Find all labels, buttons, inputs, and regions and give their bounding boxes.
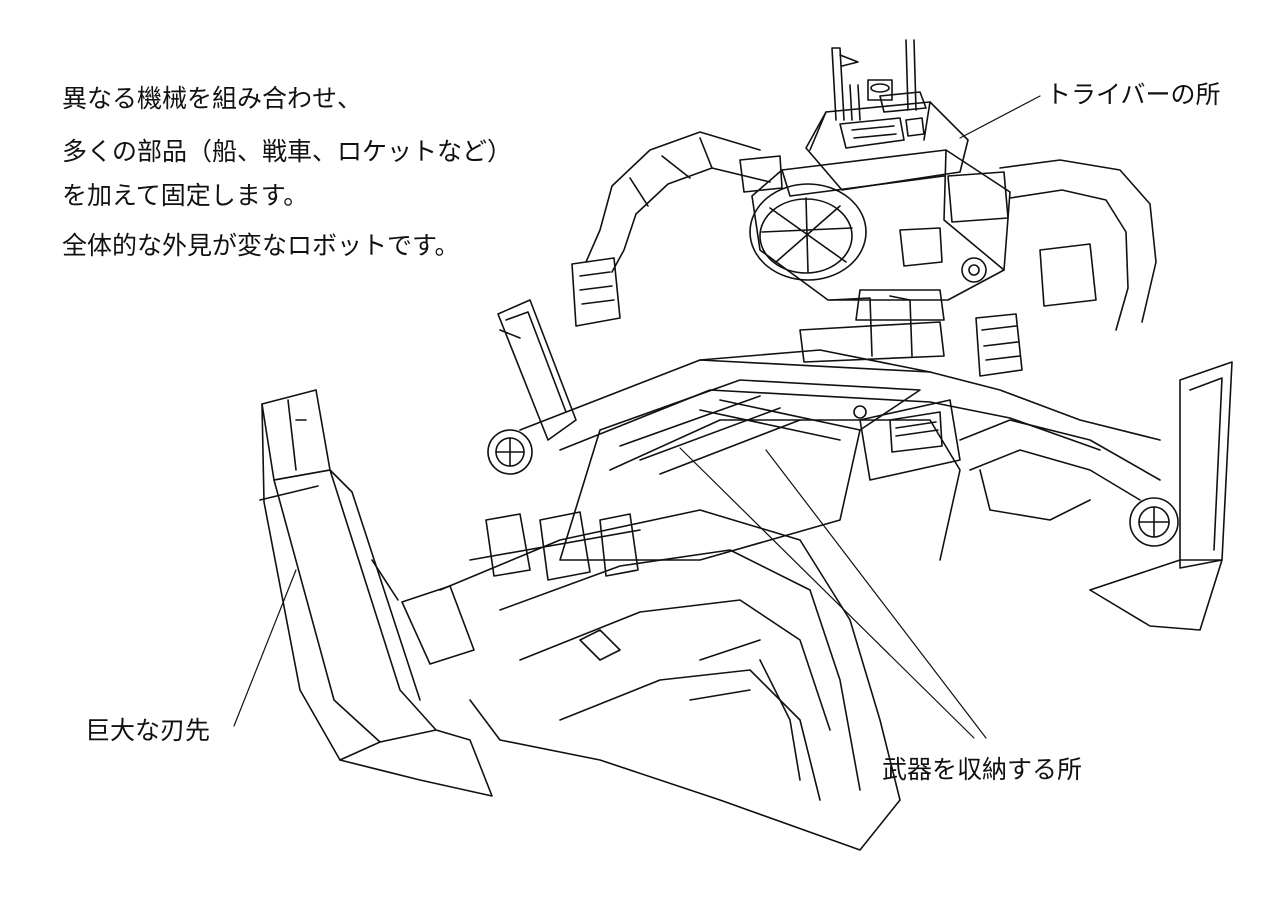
- description-line-3: を加えて固定します。: [62, 181, 309, 210]
- leader-weapon-a: [679, 447, 975, 739]
- cockpit-dome: [749, 183, 867, 281]
- front-prow: [439, 509, 901, 851]
- side-wheel-right: [1129, 497, 1179, 547]
- callout-driver-seat: トライバーの所: [1046, 80, 1221, 109]
- leader-driver: [959, 95, 1041, 139]
- leader-weapon-b: [765, 449, 987, 739]
- hull-platform: [519, 295, 1161, 561]
- description-line-1: 異なる機械を組み合わせ、: [62, 84, 363, 113]
- right-arm: [947, 159, 1157, 377]
- leader-blade: [233, 569, 297, 727]
- weapon-storage-deck: [559, 379, 961, 561]
- leader-lines: [233, 95, 1041, 739]
- antenna-cluster: [831, 39, 917, 121]
- left-fin: [497, 299, 577, 441]
- description-line-4: 全体的な外見が変なロボットです。: [62, 231, 460, 260]
- giant-blade: [259, 389, 493, 797]
- callout-weapon-storage: 武器を収納する所: [882, 755, 1083, 784]
- right-fin: [1089, 361, 1233, 631]
- right-leg-support: [959, 419, 1161, 521]
- description-line-2: 多くの部品（船、戦車、ロケットなど）: [62, 137, 513, 166]
- callout-giant-blade: 巨大な刃先: [85, 716, 211, 745]
- head-turret: [805, 91, 969, 191]
- robot-torso: [751, 149, 1011, 321]
- left-arm: [571, 131, 783, 327]
- side-wheel-left: [487, 429, 533, 475]
